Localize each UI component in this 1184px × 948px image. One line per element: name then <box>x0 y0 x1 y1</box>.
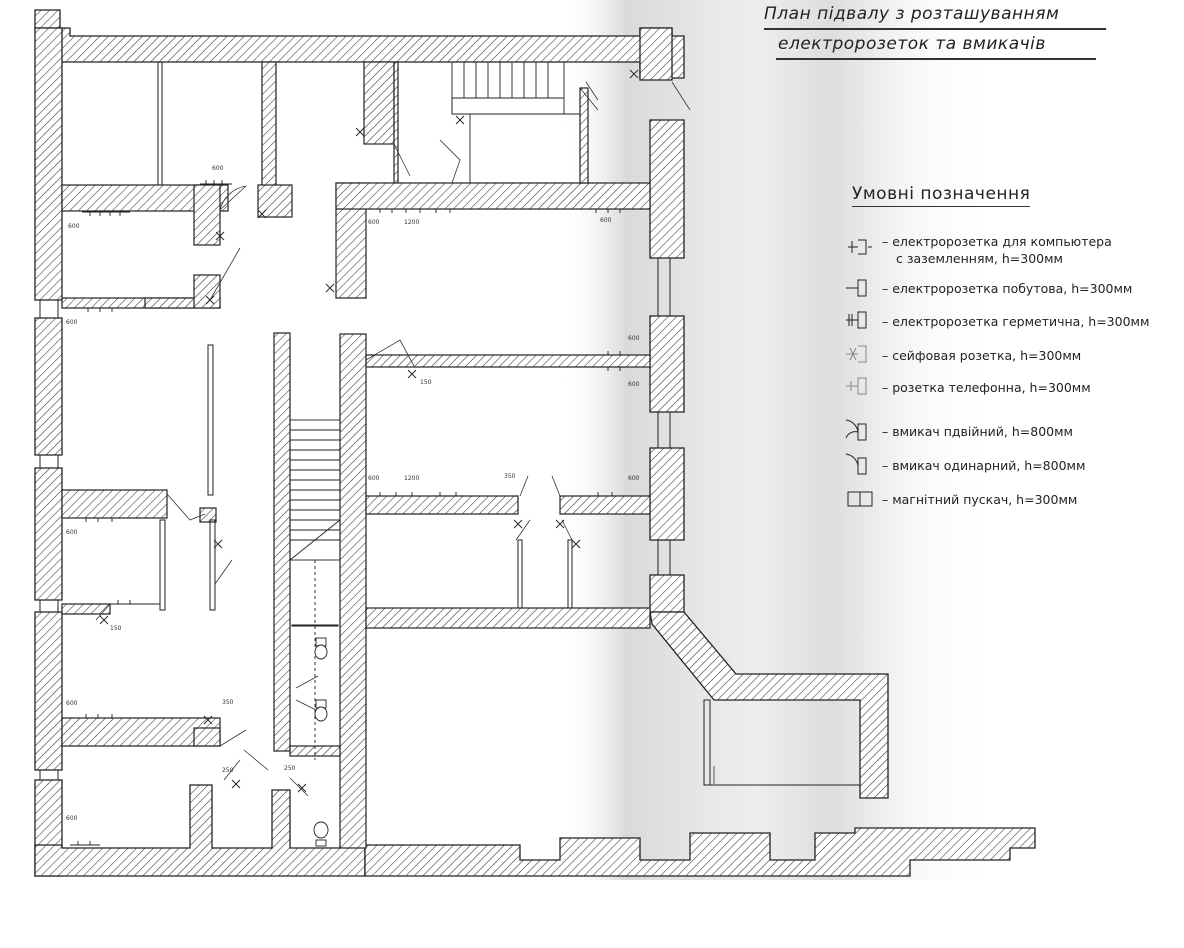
dim-label: 150 <box>420 379 432 386</box>
legend-item-computer-socket: – електророзетка для компьютера с заземл… <box>882 233 1112 267</box>
switch-mark <box>555 519 565 529</box>
staircase-central <box>289 419 341 760</box>
dimension-labels: 600 600 1200 600 600 600 600 150 600 120… <box>66 165 640 822</box>
scan-shading <box>560 0 1000 880</box>
dim-label: 350 <box>222 699 234 706</box>
dim-label: 600 <box>66 319 78 326</box>
socket-row <box>78 714 130 719</box>
switch-mark <box>99 615 109 625</box>
dim-label: 600 <box>628 381 640 388</box>
plan-title-line1: План підвалу з розташуванням <box>764 4 1060 24</box>
phone-socket-icon <box>846 377 867 395</box>
legend-item-magnetic-starter: – магнітний пускач, h=300мм <box>882 492 1078 507</box>
legend-item-safe-socket: – сейфовая розетка, h=300мм <box>882 348 1082 363</box>
socket-row <box>110 600 160 605</box>
partitions <box>39 61 860 786</box>
switch-mark <box>203 715 213 725</box>
socket-row <box>600 351 640 356</box>
switch-mark <box>407 369 417 379</box>
switch-mark <box>325 283 335 293</box>
switch-mark <box>355 127 365 137</box>
dim-label: 600 <box>368 475 380 482</box>
legend-item-double-switch: – вмикач пдвійний, h=800мм <box>882 424 1073 439</box>
electrical-symbols <box>70 69 640 846</box>
switch-mark <box>215 231 225 241</box>
dim-label: 600 <box>628 475 640 482</box>
dim-label: 600 <box>66 529 78 536</box>
socket-row <box>372 492 470 497</box>
switch-mark <box>231 779 241 789</box>
dim-label: 250 <box>222 767 234 774</box>
socket-row <box>588 208 636 213</box>
legend-item-household-socket: – електророзетка побутова, h=300мм <box>882 281 1133 296</box>
plan-title-line2: електророзеток та вмикачів <box>778 34 1046 54</box>
dim-label: 600 <box>66 700 78 707</box>
legend-item-text: – електророзетка для компьютера <box>882 234 1112 249</box>
dim-label: 350 <box>504 473 516 480</box>
switch-mark <box>571 539 581 549</box>
dim-label: 150 <box>110 625 122 632</box>
computer-socket-icon <box>848 239 872 255</box>
safe-socket-icon <box>846 345 867 363</box>
legend-symbols <box>845 239 873 507</box>
socket-row <box>82 211 130 216</box>
magnetic-starter-icon <box>847 491 873 507</box>
single-switch-icon <box>845 453 867 475</box>
dim-label: 250 <box>284 765 296 772</box>
legend-item-single-switch: – вмикач одинарний, h=800мм <box>882 458 1086 473</box>
socket-row <box>80 307 130 312</box>
title-underline-1 <box>764 28 1106 30</box>
switch-mark <box>297 783 307 793</box>
legend-item-phone-socket: – розетка телефонна, h=300мм <box>882 380 1091 395</box>
socket-row <box>78 517 132 522</box>
socket-row <box>372 208 466 213</box>
dim-label: 1200 <box>404 475 419 482</box>
doors <box>95 81 715 797</box>
switch-mark <box>257 209 267 219</box>
legend-item-sealed-socket: – електророзетка герметична, h=300мм <box>882 314 1150 329</box>
socket-row <box>70 841 100 846</box>
dim-label: 1200 <box>404 219 419 226</box>
sealed-socket-icon <box>846 311 867 329</box>
switch-mark <box>205 295 215 305</box>
switch-mark <box>513 519 523 529</box>
switch-mark <box>629 69 639 79</box>
double-switch-icon <box>845 419 867 441</box>
toilet-fixtures <box>313 637 329 847</box>
title-underline-2 <box>776 58 1096 60</box>
socket-row <box>200 180 232 185</box>
staircase-top <box>451 61 581 183</box>
dim-label: 600 <box>600 217 612 224</box>
dim-label: 600 <box>68 223 80 230</box>
switch-mark <box>213 539 223 549</box>
switch-mark <box>455 115 465 125</box>
legend-item-text-2: с заземленням, h=300мм <box>896 251 1063 266</box>
interior-walls <box>61 61 651 849</box>
socket-row <box>600 366 640 371</box>
dim-label: 600 <box>368 219 380 226</box>
household-socket-icon <box>846 279 867 297</box>
dim-label: 600 <box>212 165 224 172</box>
dim-label: 600 <box>66 815 78 822</box>
outer-walls <box>34 9 1036 877</box>
dim-label: 600 <box>628 335 640 342</box>
socket-row <box>590 492 640 497</box>
legend-heading: Умовні позначення <box>852 184 1031 207</box>
